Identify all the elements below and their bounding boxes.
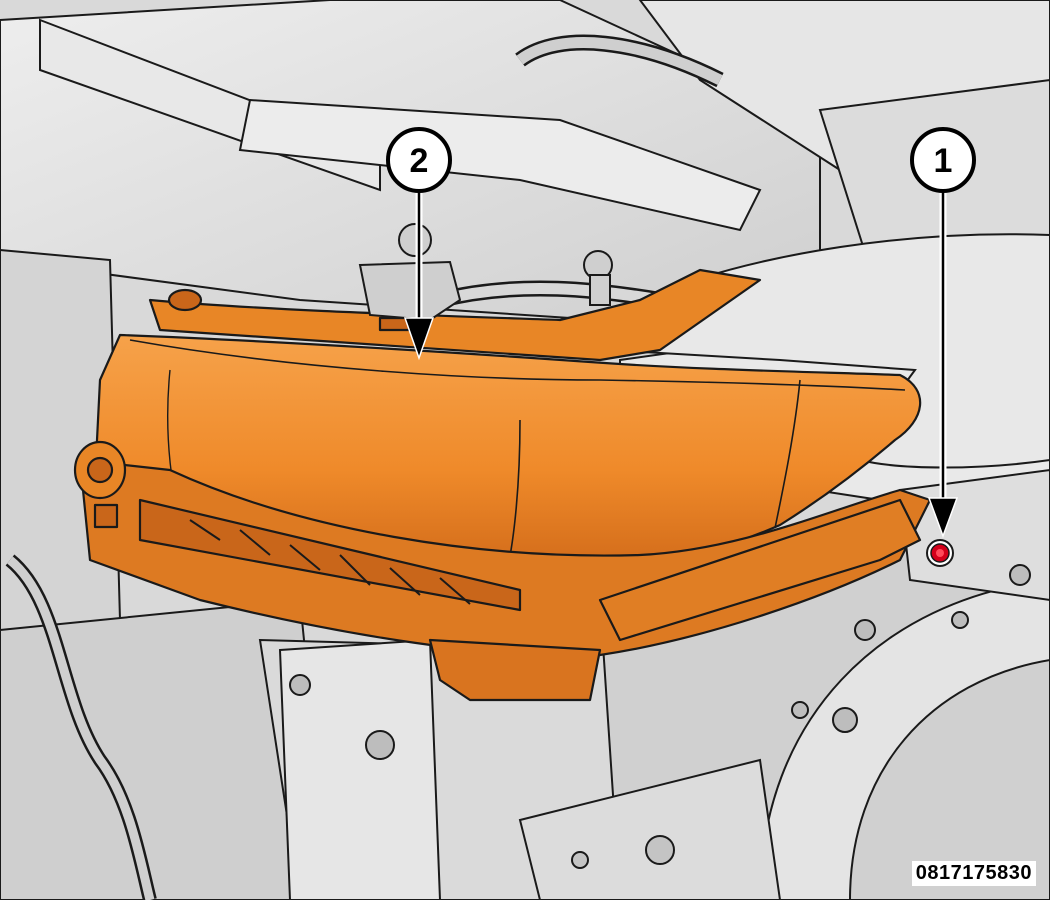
callout-2-number: 2 xyxy=(410,142,429,180)
figure-id: 0817175830 xyxy=(911,861,1036,886)
callout-1-number: 1 xyxy=(934,142,953,180)
headlamp-assembly xyxy=(73,268,932,702)
callout-1: 1 xyxy=(910,127,976,539)
connector xyxy=(358,223,613,322)
headlamp-mounting-bolt xyxy=(926,539,954,567)
callout-2: 2 xyxy=(386,127,452,361)
